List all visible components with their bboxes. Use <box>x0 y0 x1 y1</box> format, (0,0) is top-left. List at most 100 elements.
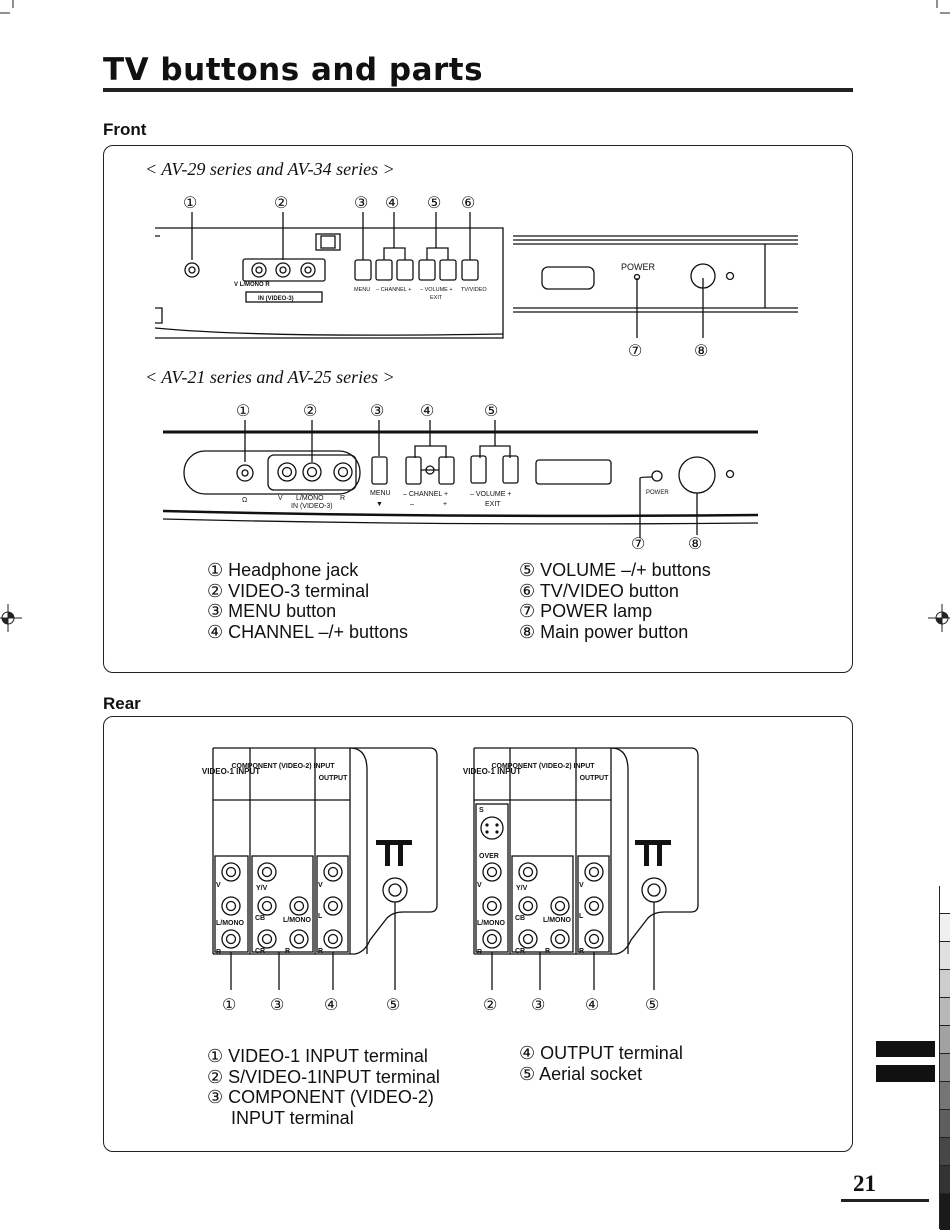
legend-item: ① VIDEO-1 INPUT terminal <box>207 1046 428 1066</box>
a-exit: EXIT <box>430 295 443 301</box>
svg-text:▼: ▼ <box>376 501 383 508</box>
r2-s: S <box>479 807 484 814</box>
r1-h3: OUTPUT <box>319 775 349 782</box>
legend-item: INPUT terminal <box>231 1107 354 1128</box>
r2-h3: OUTPUT <box>580 775 610 782</box>
legend-item: ④ CHANNEL –/+ buttons <box>207 621 409 642</box>
section-tab-marker <box>876 1041 935 1057</box>
callout-a7: ⑦ <box>628 343 642 360</box>
a-in-video: IN (VIDEO-3) <box>258 296 294 302</box>
callout-b3: ③ <box>370 403 384 420</box>
legend-item: ② S/VIDEO-1INPUT terminal <box>207 1066 440 1087</box>
a-menu: MENU <box>354 287 370 293</box>
r1-c1: ① <box>222 997 236 1014</box>
callout-b2: ② <box>303 403 317 420</box>
front-box <box>103 145 853 673</box>
r2-yv: Y/V <box>516 885 528 892</box>
r1-cr: CR <box>255 948 265 955</box>
r2-c3: ③ <box>531 997 545 1014</box>
page-number: 21 <box>853 1171 876 1196</box>
r2-over: OVER <box>479 853 499 860</box>
b-menu: MENU <box>370 490 391 497</box>
legend-item: ⑧ Main power button <box>519 621 689 642</box>
r2-r: R <box>477 949 482 956</box>
r1-cb: CB <box>255 915 265 922</box>
callout-b1: ① <box>236 403 250 420</box>
r2-h2: COMPONENT (VIDEO-2) INPUT <box>491 763 595 770</box>
callout-a4: ④ <box>385 195 399 212</box>
a-channel: – CHANNEL + <box>376 287 411 293</box>
r1-r2: R <box>285 948 290 955</box>
b-lmono: L/MONO <box>296 495 324 502</box>
r2-ol: L <box>579 913 584 920</box>
r2-c5: ⑤ <box>645 997 659 1014</box>
r1-h2: COMPONENT (VIDEO-2) INPUT <box>231 763 335 770</box>
callout-a6: ⑥ <box>461 195 475 212</box>
title-rule <box>103 88 853 92</box>
b-channel: – CHANNEL + <box>403 491 448 498</box>
r1-or: R <box>318 948 323 955</box>
callout-b7: ⑦ <box>631 536 645 553</box>
b-exit: EXIT <box>485 501 501 508</box>
legend-item: ③ MENU button <box>207 601 337 621</box>
svg-text:Ω: Ω <box>242 497 247 504</box>
b-v: V <box>278 495 283 502</box>
page-number-rule <box>841 1199 929 1202</box>
legend-item: ⑦ POWER lamp <box>519 601 653 621</box>
callout-a2: ② <box>274 195 288 212</box>
b-r: R <box>340 495 345 502</box>
legend-item: ① Headphone jack <box>207 560 359 580</box>
r2-lmono: L/MONO <box>477 920 506 927</box>
r1-c3: ③ <box>270 997 284 1014</box>
r2-c2: ② <box>483 997 497 1014</box>
callout-a8: ⑧ <box>694 343 708 360</box>
a-volume: – VOLUME + <box>420 287 453 293</box>
rear-box <box>103 716 853 1152</box>
r2-ov: V <box>579 882 584 889</box>
legend-item: ⑤ Aerial socket <box>519 1063 643 1084</box>
r1-h1: VIDEO-1 INPUT <box>202 767 260 776</box>
r2-r2: R <box>545 948 550 955</box>
r1-c4: ④ <box>324 997 338 1014</box>
b-in-video: IN (VIDEO-3) <box>291 503 333 510</box>
r2-cr: CR <box>515 948 525 955</box>
legend-item: ④ OUTPUT terminal <box>519 1043 683 1063</box>
b-volume: – VOLUME + <box>470 491 511 498</box>
r1-ov: V <box>318 882 323 889</box>
rear-heading: Rear <box>103 694 141 713</box>
a-power: POWER <box>621 262 656 272</box>
callout-a1: ① <box>183 195 197 212</box>
callout-a3: ③ <box>354 195 368 212</box>
front-panel-b-diagram: ① ② ③ ④ ⑤ ⑦ ⑧ Ω <box>162 403 759 553</box>
front-panel-a-diagram: ① ② ③ ④ ⑤ ⑥ ⑦ ⑧ <box>154 195 798 360</box>
rear-legend-left: ① VIDEO-1 INPUT terminal ② S/VIDEO-1INPU… <box>207 1046 440 1128</box>
rear-panel-2-diagram: VIDEO-1 INPUT COMPONENT (VIDEO-2) INPUT … <box>463 747 699 1014</box>
legend-item: ⑤ VOLUME –/+ buttons <box>519 560 711 580</box>
r2-cb: CB <box>515 915 525 922</box>
r1-lmono: L/MONO <box>216 920 245 927</box>
r1-yv: Y/V <box>256 885 268 892</box>
callout-a5: ⑤ <box>427 195 441 212</box>
r1-c5: ⑤ <box>386 997 400 1014</box>
r1-v: V <box>216 882 221 889</box>
legend-item: ② VIDEO-3 terminal <box>207 580 370 601</box>
a-jack-labels: V L/MONO R <box>234 282 270 288</box>
page-title: TV buttons and parts <box>103 52 484 88</box>
front-legend-left: ① Headphone jack ② VIDEO-3 terminal ③ ME… <box>207 560 408 642</box>
callout-b8: ⑧ <box>688 536 702 553</box>
b-power: POWER <box>646 490 669 496</box>
legend-item: ⑥ TV/VIDEO button <box>519 580 679 601</box>
r1-lmono2: L/MONO <box>283 917 312 924</box>
rear-panel-1-diagram: VIDEO-1 INPUT COMPONENT (VIDEO-2) INPUT … <box>202 747 438 1014</box>
a-tvvideo: TV/VIDEO <box>461 287 487 293</box>
thumb-index-strip <box>939 886 950 1230</box>
section-tab-marker <box>876 1065 935 1082</box>
r1-r: R <box>216 949 221 956</box>
r2-v: V <box>477 882 482 889</box>
r2-h1: VIDEO-1 INPUT <box>463 767 521 776</box>
front-legend-right: ⑤ VOLUME –/+ buttons ⑥ TV/VIDEO button ⑦… <box>519 560 711 642</box>
b-ch-minus: – <box>410 501 414 508</box>
callout-b5: ⑤ <box>484 403 498 420</box>
b-ch-plus: + <box>443 501 447 508</box>
